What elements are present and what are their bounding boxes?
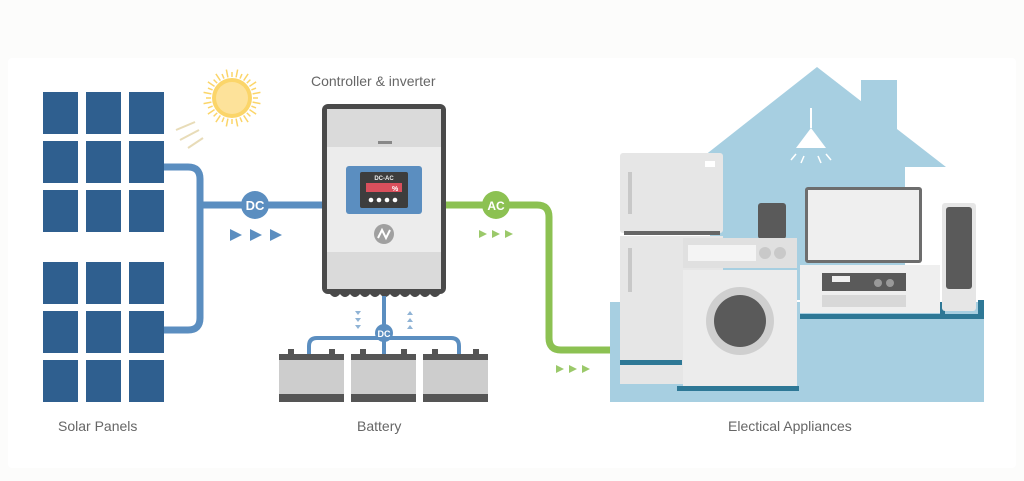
solar-cell bbox=[129, 141, 164, 183]
solar-cell bbox=[86, 190, 121, 232]
battery-icon bbox=[279, 349, 344, 402]
solar-cell bbox=[86, 360, 121, 402]
solar-cell bbox=[43, 360, 78, 402]
controller-screen-text: DC-AC bbox=[374, 176, 394, 182]
controller-screen-indicator: % bbox=[392, 186, 399, 193]
microwave-icon bbox=[758, 203, 786, 239]
solar-panel-bottom bbox=[43, 262, 164, 402]
sun-icon bbox=[175, 69, 261, 149]
flow-arrows-battery bbox=[355, 311, 413, 329]
flow-arrows-ac bbox=[479, 230, 590, 373]
washing-machine-icon bbox=[677, 238, 799, 391]
solar-cell bbox=[86, 311, 121, 353]
solar-cell bbox=[43, 141, 78, 183]
ac-badge: AC bbox=[482, 191, 510, 219]
solar-cell bbox=[43, 92, 78, 134]
battery-icon bbox=[423, 349, 488, 402]
dc-line-panels bbox=[164, 163, 322, 334]
controller-label: Controller & inverter bbox=[311, 73, 436, 89]
flow-arrows-dc bbox=[230, 229, 282, 241]
ac-badge-text: AC bbox=[487, 199, 505, 213]
solar-cell bbox=[129, 360, 164, 402]
dc-badge-battery-text: DC bbox=[378, 329, 391, 339]
speaker-icon bbox=[942, 203, 976, 311]
solar-cell bbox=[129, 311, 164, 353]
solar-cell bbox=[129, 92, 164, 134]
battery-icon bbox=[351, 349, 416, 402]
solar-cell bbox=[43, 190, 78, 232]
solar-cell bbox=[129, 190, 164, 232]
solar-cell bbox=[129, 262, 164, 304]
stereo-icon bbox=[800, 265, 940, 313]
dc-badge-panels: DC bbox=[241, 191, 269, 219]
solar-cell bbox=[43, 311, 78, 353]
solar-cell bbox=[86, 262, 121, 304]
ceiling-lamp-icon bbox=[790, 108, 832, 164]
controller-inverter: DC-AC % bbox=[322, 104, 446, 297]
battery-label: Battery bbox=[357, 418, 402, 434]
solar-cell bbox=[86, 92, 121, 134]
appliances-label: Electical Appliances bbox=[728, 418, 852, 434]
solar-cell bbox=[43, 262, 78, 304]
solar-panel-top bbox=[43, 92, 164, 232]
solar-panels-label: Solar Panels bbox=[58, 418, 138, 434]
dc-badge-text: DC bbox=[246, 198, 265, 213]
ac-line bbox=[446, 201, 612, 354]
television-icon bbox=[805, 187, 922, 263]
solar-cell bbox=[86, 141, 121, 183]
dc-badge-battery: DC bbox=[375, 324, 393, 342]
